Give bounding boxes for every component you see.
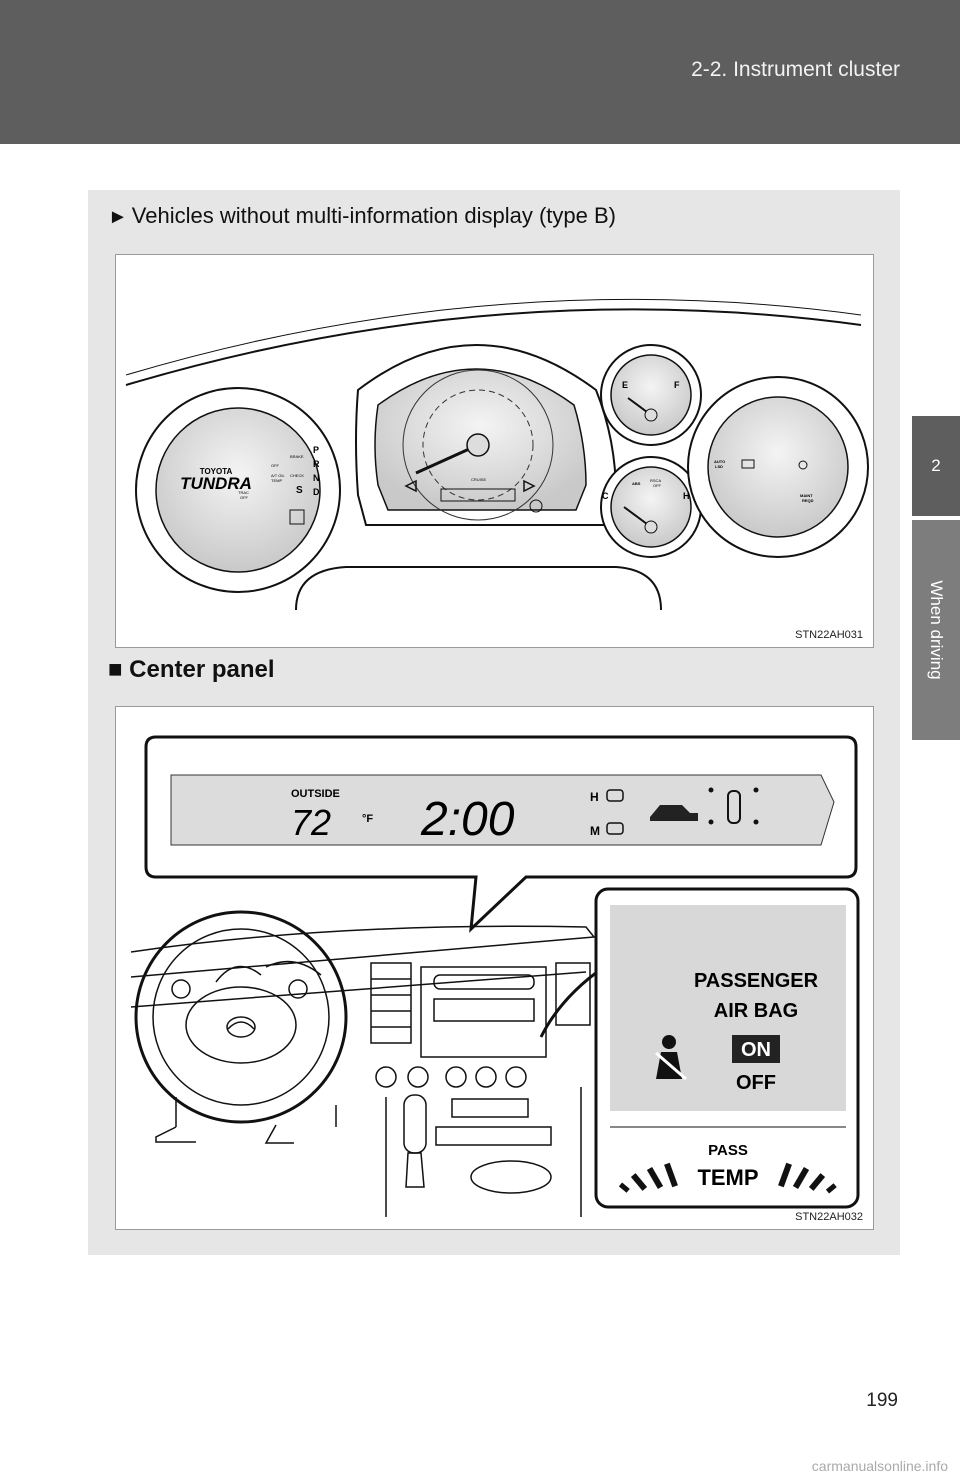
airbag-label: AIR BAG: [714, 1000, 798, 1022]
temperature-unit: °F: [362, 813, 373, 825]
indicator-square-icon: [289, 509, 305, 525]
subsection-title: Vehicles without multi-information displ…: [131, 203, 617, 228]
label-lsd: LSD: [715, 464, 723, 469]
label-rsca-1: RSCA: [650, 478, 661, 483]
outside-label: OUTSIDE: [291, 788, 340, 800]
temperature-gauge: C H ABS RSCA OFF: [600, 456, 702, 558]
label-abs: ABS: [632, 481, 641, 486]
label-cruise: CRUISE: [471, 477, 486, 482]
triangle-icon: ►: [108, 206, 128, 228]
instrument-cluster-illustration: TOYOTA TUNDRA P R N D S OFF BRAKE A/T OI…: [125, 298, 869, 611]
watermark: carmanualsonline.info: [811, 1458, 948, 1474]
passenger-label: PASSENGER: [694, 970, 819, 992]
square-icon: ■: [108, 656, 123, 683]
label-off: OFF: [271, 463, 280, 468]
minute-button-icon: [606, 822, 624, 835]
temp-label: TEMP: [697, 1165, 758, 1190]
temp-c: C: [602, 491, 609, 501]
hour-button-icon: [606, 789, 624, 802]
clock-m-label: M: [590, 824, 600, 838]
subsection-heading: ►Vehicles without multi-information disp…: [108, 203, 616, 229]
clock-time: 2:00: [420, 793, 515, 846]
outside-temperature: 72: [291, 802, 331, 843]
battery-icon: [741, 459, 755, 469]
temp-h: H: [683, 491, 690, 501]
temperature-bars: [618, 1162, 837, 1194]
page-number: 199: [866, 1390, 898, 1411]
side-tab-number: 2: [912, 416, 960, 516]
label-maint-1: MAINT: [800, 493, 813, 498]
page-header: [0, 0, 960, 144]
label-atoil-1: A/T OIL: [271, 473, 285, 478]
label-trac-1: TRAC: [238, 490, 249, 495]
turn-left-icon: [404, 479, 417, 493]
brand-large: TUNDRA: [180, 474, 252, 493]
light-icon: [798, 460, 808, 470]
sonar-car-icon: [727, 790, 741, 824]
car-icon: [650, 805, 698, 821]
fuel-f: F: [674, 380, 680, 390]
gear-d: D: [313, 487, 320, 497]
dashboard-interior: [130, 910, 596, 1217]
label-rsca-2: OFF: [653, 483, 662, 488]
instrument-cluster-figure: TOYOTA TUNDRA P R N D S OFF BRAKE A/T OI…: [115, 254, 874, 648]
speedometer: CRUISE: [355, 344, 618, 526]
label-atoil-2: TEMP: [271, 478, 282, 483]
header-title: 2-2. Instrument cluster: [691, 58, 900, 81]
clock-h-label: H: [590, 790, 599, 804]
center-panel-illustration: OUTSIDE 72 °F 2:00 H M: [130, 735, 860, 1217]
airbag-on-indicator: ON: [741, 1039, 771, 1061]
gear-s: S: [296, 485, 303, 496]
gear-p: P: [313, 445, 319, 455]
brand-small: TOYOTA: [200, 467, 233, 476]
turn-right-icon: [523, 479, 536, 493]
figure1-code: STN22AH031: [795, 629, 863, 641]
pass-label: PASS: [708, 1142, 748, 1159]
label-check: CHECK: [290, 473, 304, 478]
label-trac-2: OFF: [240, 495, 249, 500]
label-brake: BRAKE: [290, 454, 304, 459]
clock-display-callout: OUTSIDE 72 °F 2:00 H M: [144, 735, 858, 933]
center-panel-figure: OUTSIDE 72 °F 2:00 H M: [115, 706, 874, 1230]
fuel-e: E: [622, 380, 628, 390]
airbag-indicator-callout: PASSENGER AIR BAG ON OFF PASS TEMP: [539, 887, 860, 1209]
right-gauge: AUTO LSD MAINT REQD: [687, 376, 869, 558]
gear-n: N: [313, 473, 320, 483]
section-title: Center panel: [129, 656, 275, 683]
label-maint-2: REQD: [802, 498, 814, 503]
side-tab-label: When driving: [912, 520, 960, 740]
side-tab: [912, 144, 960, 1484]
seatbelt-icon: [655, 1035, 687, 1081]
figure2-code: STN22AH032: [795, 1211, 863, 1223]
label-auto: AUTO: [714, 459, 725, 464]
odometer-display: [440, 488, 516, 502]
section-heading: ■ Center panel: [108, 656, 275, 684]
left-gauge: TOYOTA TUNDRA P R N D S OFF BRAKE A/T OI…: [135, 387, 341, 593]
fuel-gauge: E F: [600, 344, 702, 446]
gear-r: R: [313, 459, 320, 469]
side-tab-label-text: When driving: [927, 580, 946, 680]
airbag-off-indicator: OFF: [736, 1072, 776, 1094]
